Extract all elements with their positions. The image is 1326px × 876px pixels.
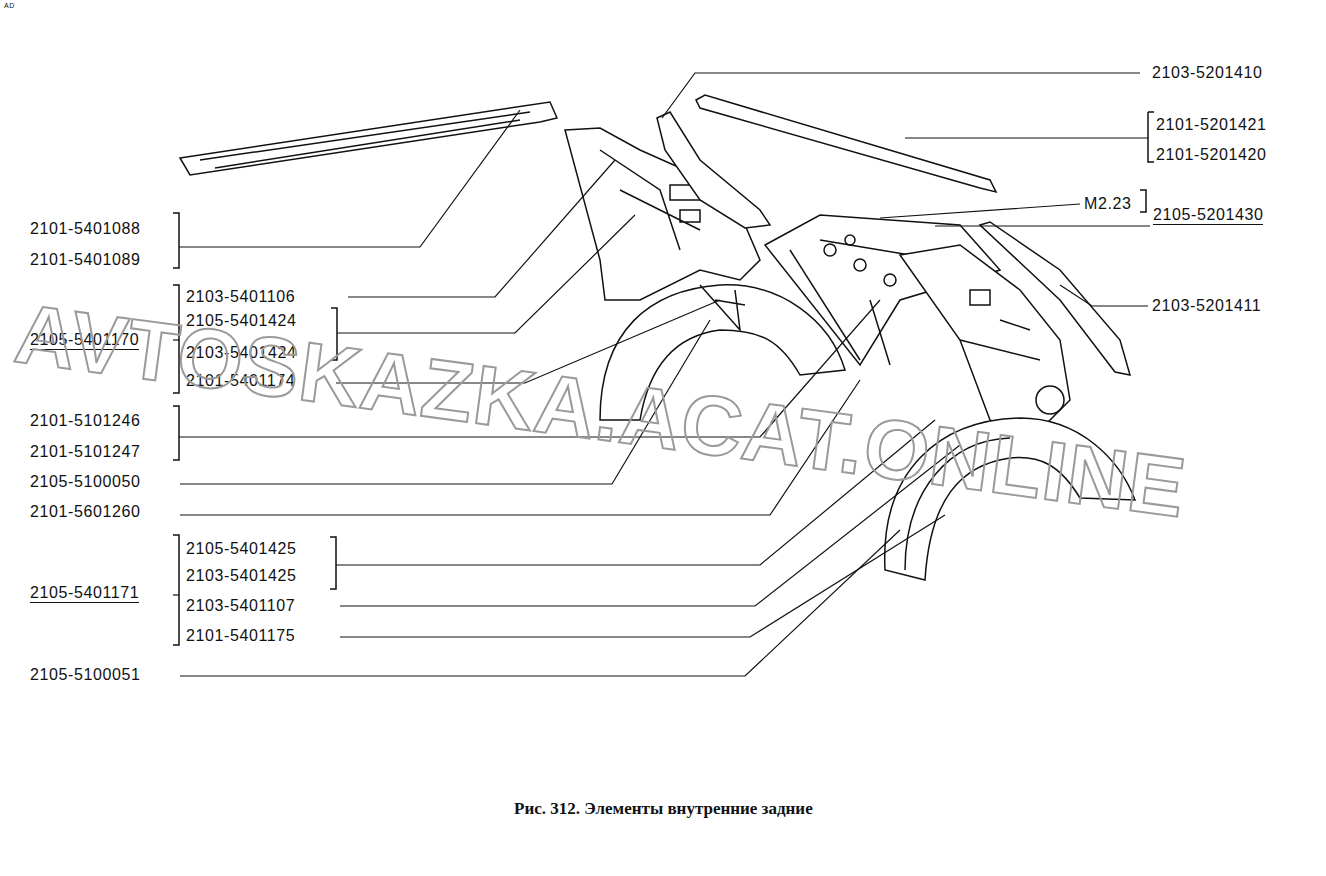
- callout-number: AD: [4, 2, 15, 10]
- callout-number: 2103-5401107: [186, 597, 295, 615]
- callout-number: 2105-5201430: [1153, 206, 1263, 225]
- figure-caption: Рис. 312. Элементы внутренние задние: [514, 800, 813, 818]
- callout-number: M2.23: [1084, 195, 1131, 213]
- callout-number: 2103-5201410: [1152, 64, 1262, 82]
- callout-number: 2105-5401425: [186, 540, 296, 558]
- callout-number: 2101-5401089: [30, 251, 140, 269]
- callout-number: 2101-5201420: [1156, 146, 1266, 164]
- callout-number: 2101-5401175: [186, 627, 295, 645]
- callout-number: 2101-5601260: [30, 503, 140, 521]
- callout-number: 2101-5401088: [30, 220, 140, 238]
- callout-number: 2103-5401106: [186, 288, 295, 306]
- callout-number: 2105-5401171: [30, 584, 139, 603]
- callout-number: 2103-5401425: [186, 567, 296, 585]
- callout-number: 2105-5100050: [30, 473, 140, 491]
- callout-number: 2105-5100051: [30, 666, 140, 684]
- callout-number: 2103-5201411: [1152, 297, 1261, 315]
- callout-number: 2101-5101247: [30, 443, 140, 461]
- callout-number: 2101-5201421: [1156, 116, 1266, 134]
- callout-number: 2101-5101246: [30, 412, 140, 430]
